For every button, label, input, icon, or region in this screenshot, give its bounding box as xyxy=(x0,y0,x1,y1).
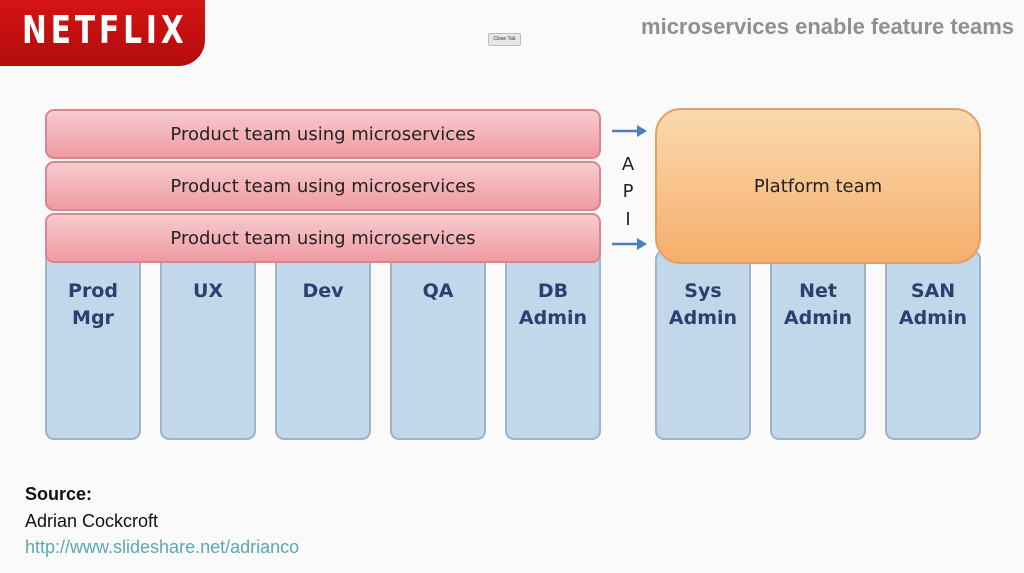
slide-title: microservices enable feature teams xyxy=(641,14,1014,39)
column-label: Net Admin xyxy=(783,280,853,329)
source-author: Adrian Cockcroft xyxy=(25,511,159,531)
source-label: Source: xyxy=(25,484,93,504)
source-link[interactable]: http://www.slideshare.net/adrianco xyxy=(25,537,300,557)
product-team-bar: Product team using microservices xyxy=(45,109,601,159)
netflix-logo-text: NETFLIX xyxy=(22,8,188,52)
column-label: Sys Admin xyxy=(668,280,738,329)
close-tab-button[interactable]: Close Tab xyxy=(488,33,521,46)
product-team-bar: Product team using microservices xyxy=(45,213,601,263)
column-label: SAN Admin xyxy=(898,280,968,329)
column-label: DB Admin xyxy=(518,280,588,329)
platform-team-box: Platform team xyxy=(655,108,981,264)
column-label: Dev xyxy=(302,280,344,302)
column-qa: QA xyxy=(390,250,486,440)
column-sys-admin: Sys Admin xyxy=(655,250,751,440)
column-prod-mgr: Prod Mgr xyxy=(45,250,141,440)
column-san-admin: SAN Admin xyxy=(885,250,981,440)
api-letter: A xyxy=(621,154,635,175)
column-ux: UX xyxy=(160,250,256,440)
api-letter: P xyxy=(622,181,634,202)
column-label: QA xyxy=(422,280,454,302)
column-label: Prod Mgr xyxy=(68,280,118,329)
column-dev: Dev xyxy=(275,250,371,440)
product-team-bar: Product team using microservices xyxy=(45,161,601,211)
arrow-right-icon xyxy=(612,238,647,250)
arrow-right-icon xyxy=(612,125,647,137)
api-letter: I xyxy=(625,209,631,230)
column-net-admin: Net Admin xyxy=(770,250,866,440)
netflix-logo: NETFLIX xyxy=(0,0,205,66)
column-db-admin: DB Admin xyxy=(505,250,601,440)
column-label: UX xyxy=(192,280,224,302)
